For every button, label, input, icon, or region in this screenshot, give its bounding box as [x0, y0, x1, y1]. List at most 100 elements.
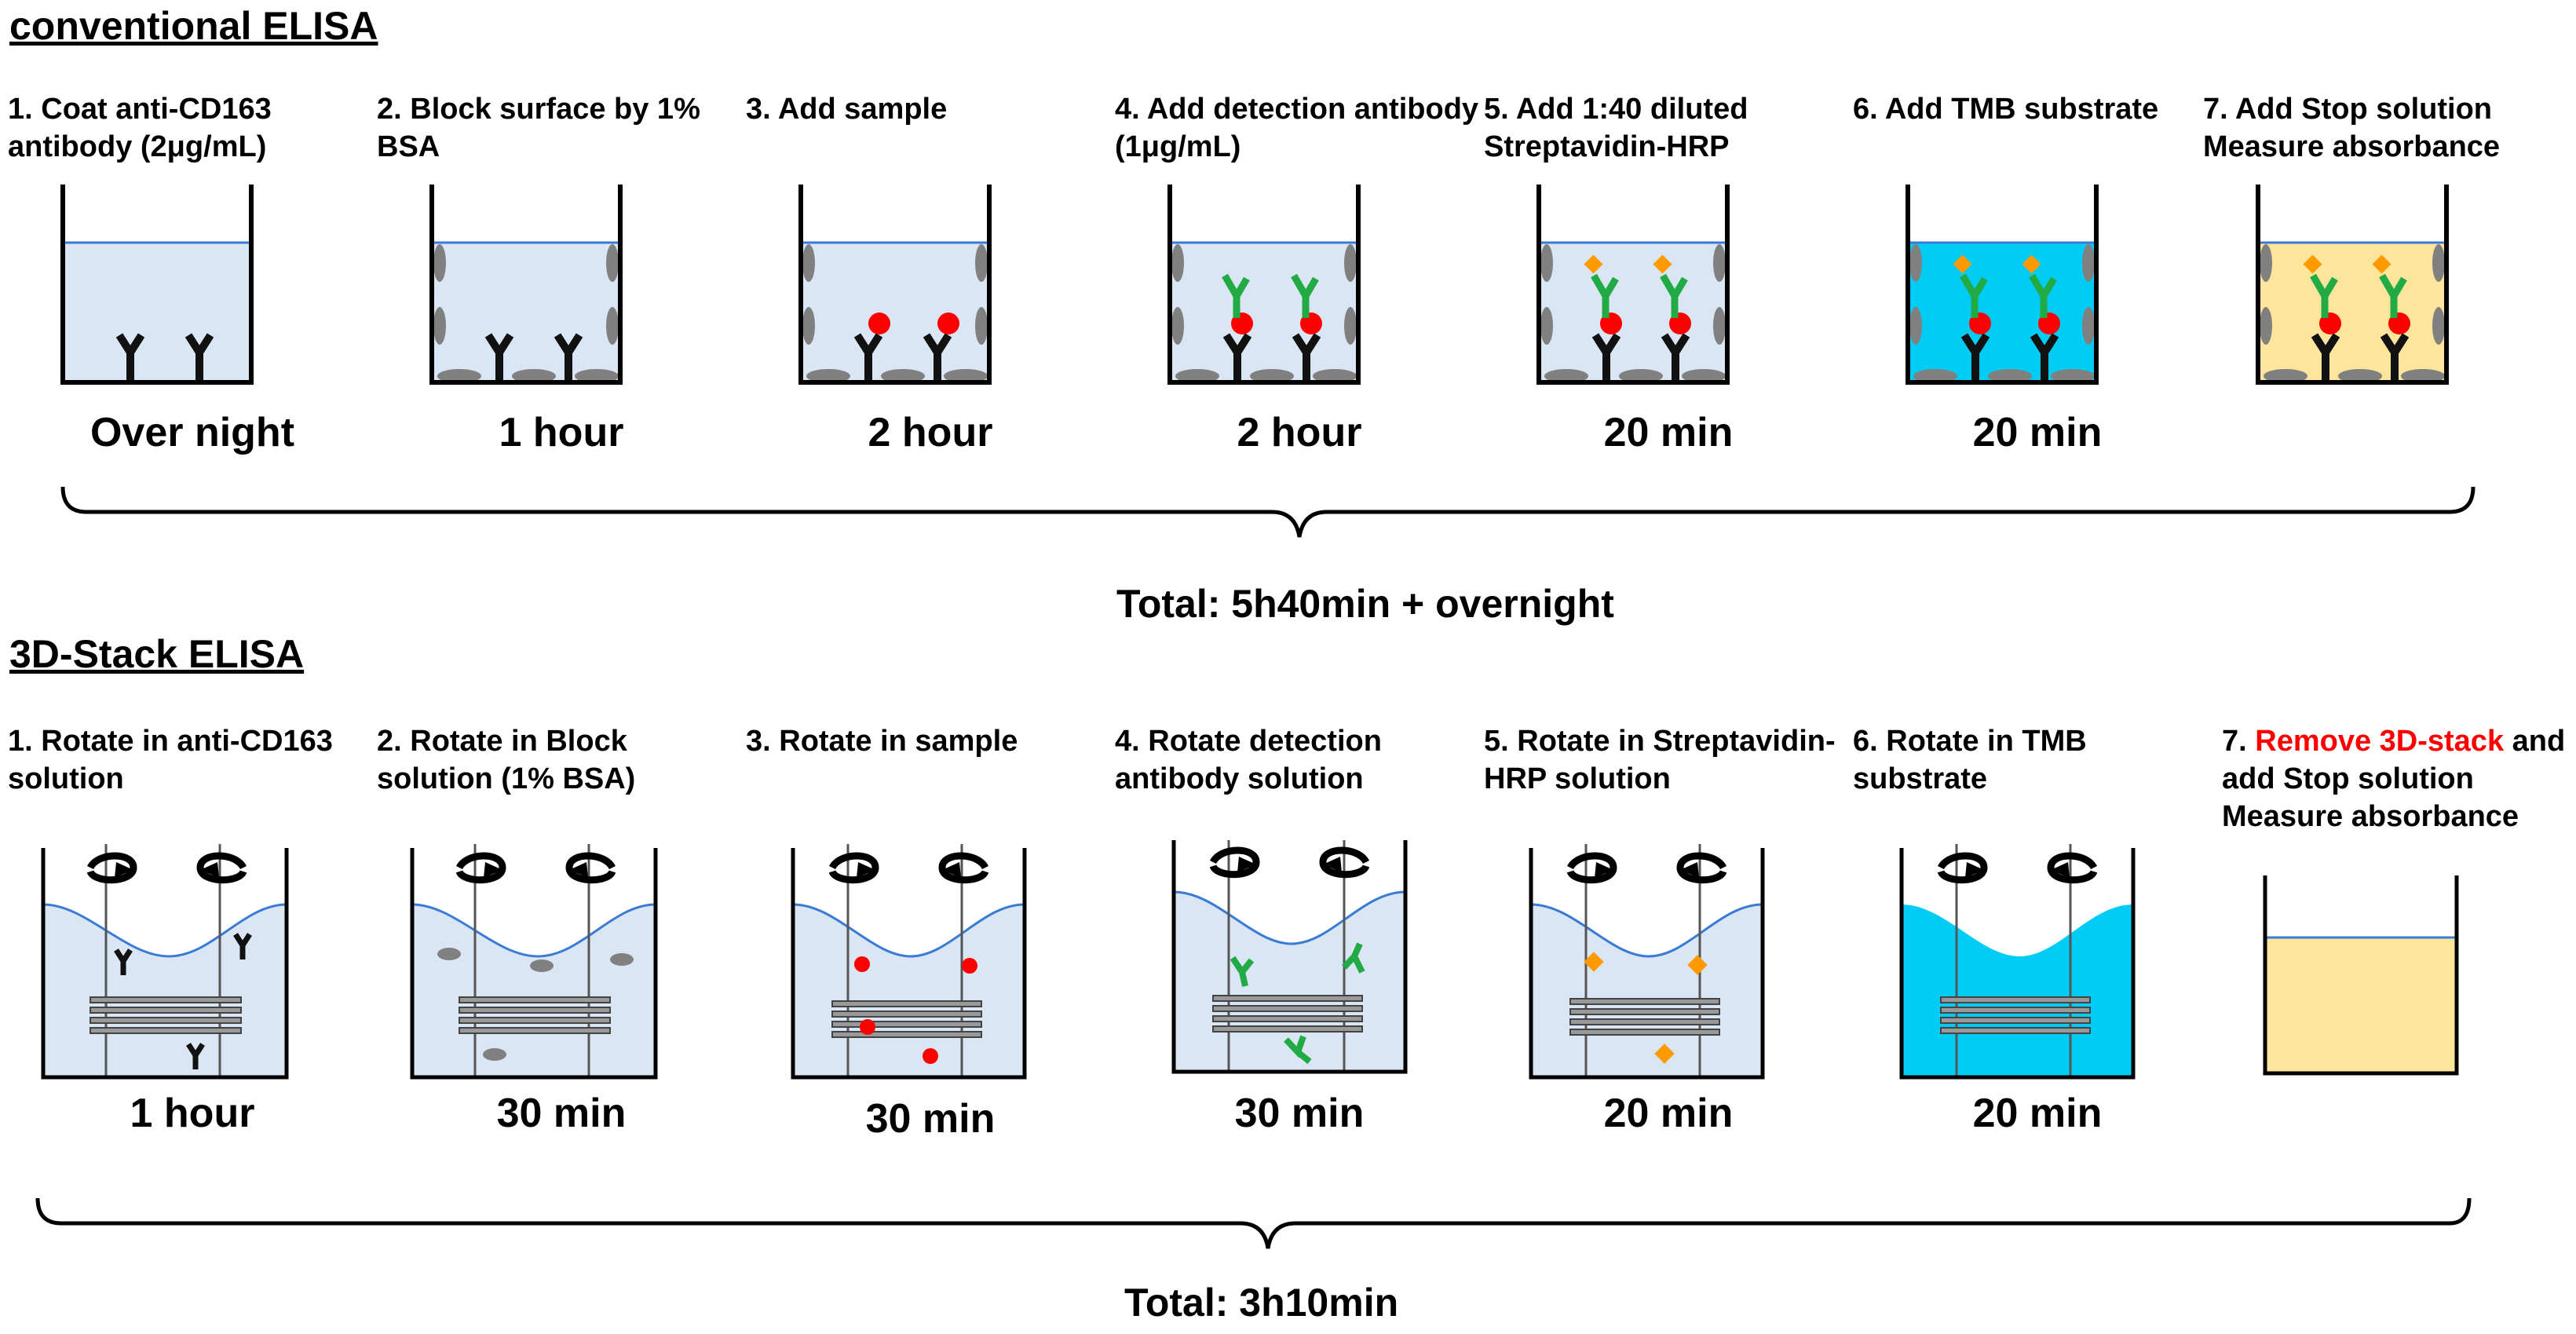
liquid-surface — [411, 903, 656, 958]
blocker-molecules — [1540, 244, 1726, 383]
antigen-molecules — [854, 956, 977, 1064]
capture-antibody-icon — [2311, 333, 2340, 382]
step-time: 2 hour — [868, 410, 993, 455]
antigen-icon — [937, 312, 959, 334]
step-label: 1. Coat anti-CD163 antibody (2μg/mL) — [8, 93, 272, 163]
step-time: 2 hour — [1237, 410, 1362, 455]
step-time: 20 min — [1972, 410, 2103, 455]
step-label-rest: and add Stop solution Measure absorbance — [2222, 725, 2566, 833]
capture-antibody-icon — [484, 333, 514, 382]
liquid-surface — [792, 903, 1025, 958]
step-label-highlight: Remove 3D-stack — [2255, 725, 2505, 758]
conventional-elisa-title: conventional ELISA — [9, 4, 378, 48]
well — [429, 185, 623, 385]
capture-antibody-icon — [185, 333, 214, 382]
well — [798, 185, 992, 385]
rotation-arrow-icon — [1209, 846, 1370, 879]
detection-antibody-icon — [2029, 273, 2057, 318]
step-label: 1. Rotate in anti-CD163 solution — [8, 725, 333, 795]
detection-antibody-icon — [1230, 956, 1255, 987]
hrp-icon — [1584, 254, 1603, 274]
step-label: 4. Rotate detection antibody solution — [1115, 725, 1382, 795]
well-diagram — [429, 185, 623, 385]
well — [1171, 840, 1408, 1074]
stack-total: Total: 3h10min — [1124, 1281, 1399, 1325]
detection-antibody-icon — [1342, 942, 1365, 974]
stack-step-4: 4. Rotate detection antibody solution 30… — [1115, 722, 1484, 1136]
well — [1899, 848, 2136, 1080]
liquid — [412, 905, 656, 1077]
well — [791, 848, 1027, 1080]
stack-well-diagram — [41, 844, 289, 1080]
step-label: 6. Add TMB substrate — [1853, 93, 2159, 126]
blocker-molecules — [437, 948, 634, 1061]
rotation-arrow-icon — [455, 852, 616, 884]
stack-support-rods — [1227, 840, 1346, 1072]
capture-antibody-icon — [2030, 333, 2059, 382]
capture-antibody-icon — [853, 333, 883, 382]
detection-antibody-icon — [1660, 273, 1688, 318]
blocker-molecules — [1909, 244, 2095, 383]
step-label: 5. Add 1:40 diluted Streptavidin-HRP — [1484, 93, 1748, 163]
conventional-brace — [60, 486, 2476, 538]
step-label: 2. Block surface by 1% BSA — [377, 93, 700, 163]
liquid — [1902, 905, 2133, 1077]
liquid — [1908, 243, 2096, 382]
detection-antibody-icon — [1291, 273, 1319, 318]
capture-antibody-icon — [1591, 333, 1621, 382]
capture-antibody-icon — [115, 333, 145, 382]
well — [2256, 185, 2449, 385]
conv-step-5: 5. Add 1:40 diluted Streptavidin-HRP 20 … — [1484, 90, 1853, 499]
stack-step-5: 5. Rotate in Streptavidin-HRP solution 2… — [1484, 722, 1853, 1136]
well — [1906, 185, 2099, 385]
rotation-arrow-icon — [1566, 852, 1727, 884]
conv-step-2: 2. Block surface by 1% BSA 1 hour — [377, 90, 746, 499]
step-time: Over night — [90, 410, 295, 455]
well — [410, 848, 658, 1080]
step-time: 20 min — [1972, 1091, 2103, 1136]
capture-antibody-icon — [923, 333, 952, 382]
step-time: 30 min — [496, 1091, 627, 1136]
detection-antibody-icon — [2379, 273, 2407, 318]
step-label-prefix: 7. — [2222, 725, 2256, 758]
step-label: 7. Add Stop solution Measure absorbance — [2203, 93, 2501, 163]
3d-stack — [459, 996, 611, 1034]
capture-antibody-icon — [554, 333, 583, 382]
step-time: 30 min — [1234, 1091, 1365, 1136]
antigen-icon — [868, 312, 890, 334]
well — [41, 848, 289, 1080]
step-label: 4. Add detection antibody (1μg/mL) — [1115, 93, 1479, 163]
liquid-surface — [1173, 890, 1406, 945]
liquid — [1170, 243, 1358, 382]
well — [2263, 875, 2459, 1076]
conv-step-7: 7. Add Stop solution Measure absorbance — [2203, 90, 2572, 499]
step-time: 30 min — [865, 1096, 996, 1142]
3d-stack — [1940, 996, 2091, 1034]
detection-antibody-icon — [1960, 273, 1988, 318]
blocker-molecules — [2260, 244, 2445, 383]
stack-brace — [35, 1197, 2472, 1249]
liquid — [432, 243, 620, 382]
well — [1529, 848, 1765, 1080]
rotation-arrow-icon — [86, 852, 247, 884]
step-label: 5. Rotate in Streptavidin-HRP solution — [1484, 725, 1836, 795]
blocker-molecules — [433, 244, 619, 383]
capture-antibody-icon — [114, 948, 133, 975]
conventional-total: Total: 5h40min + overnight — [1116, 582, 1614, 626]
capture-antibody-icon — [186, 1043, 205, 1069]
liquid — [793, 905, 1025, 1077]
capture-antibody-icon — [1292, 333, 1321, 382]
conv-step-4: 4. Add detection antibody (1μg/mL) 2 hou… — [1115, 90, 1484, 499]
stack-well-diagram — [1171, 840, 1408, 1074]
stack-well-diagram — [1899, 844, 2136, 1080]
stack-well-diagram — [791, 844, 1027, 1080]
blocker-molecules — [802, 244, 988, 383]
detection-antibody-icon — [1222, 273, 1250, 318]
detection-antibody-icon — [1284, 1035, 1312, 1065]
detection-antibody-icon — [1591, 273, 1619, 318]
blocker-molecules — [1171, 244, 1357, 383]
well — [1536, 185, 1730, 385]
stack-step-1: 1. Rotate in anti-CD163 solution 1 hour — [8, 722, 377, 1136]
liquid — [63, 243, 251, 382]
well-diagram — [2256, 185, 2449, 385]
